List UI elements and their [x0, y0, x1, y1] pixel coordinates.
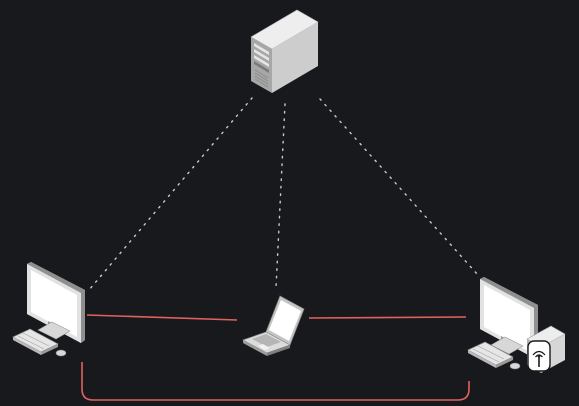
- desktop-computer-icon: [467, 277, 538, 370]
- wireless-access-point-icon: [526, 325, 566, 373]
- links: [81, 97, 479, 401]
- link-server-to-workstation-right: [319, 98, 479, 276]
- link-workstation-left-to-workstation-right: [81, 362, 470, 401]
- wifi-signal-icon: [532, 350, 546, 367]
- link-laptop-center-to-workstation-right: [308, 316, 467, 319]
- desktop-computer-icon: [12, 262, 85, 357]
- link-server-to-laptop-center: [275, 103, 286, 289]
- link-workstation-left-to-laptop-center: [86, 314, 238, 321]
- server-tower-icon: [250, 9, 319, 93]
- link-server-to-workstation-left: [88, 97, 253, 291]
- laptop-icon: [242, 295, 305, 356]
